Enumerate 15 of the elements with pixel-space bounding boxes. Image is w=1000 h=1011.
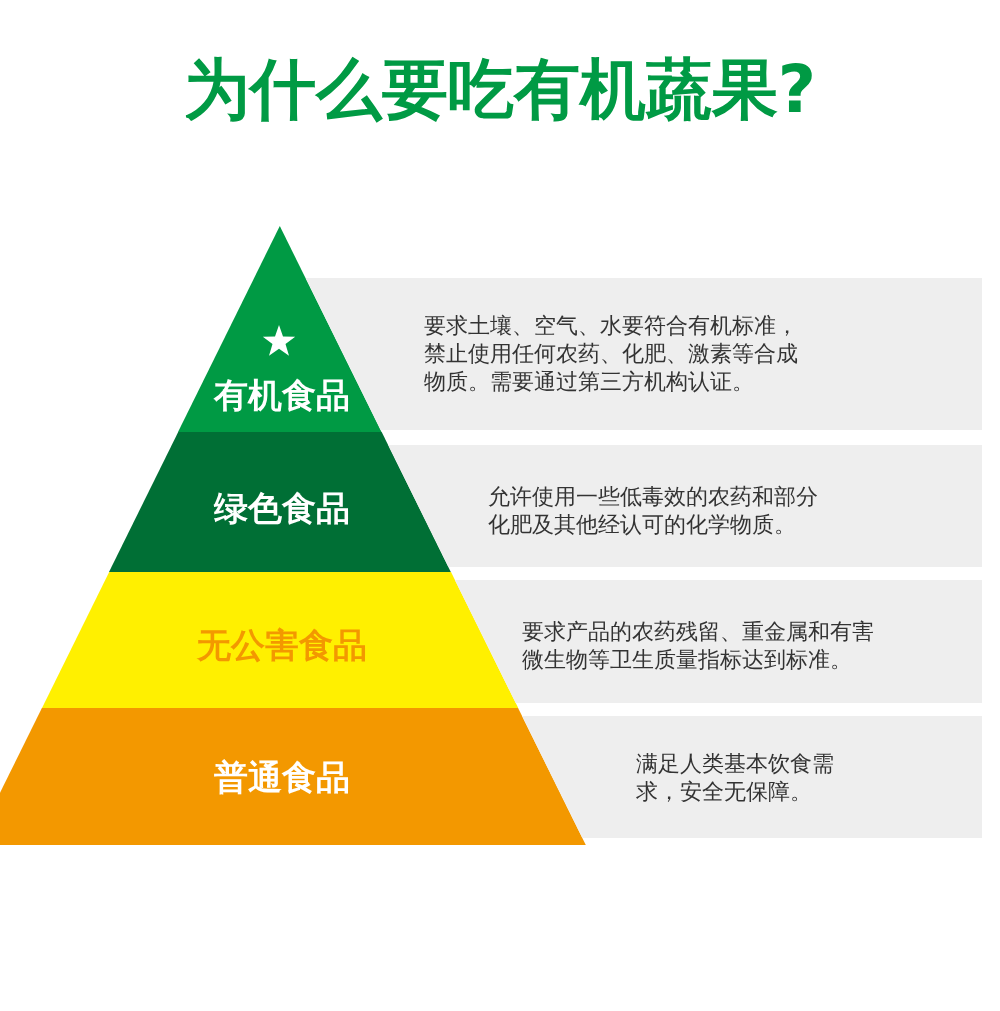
tier-label: 无公害食品 [197, 625, 367, 665]
tier-label: 绿色食品 [214, 488, 350, 528]
description-text: 允许使用一些低毒效的农药和部分化肥及其他经认可的化学物质。 [488, 483, 819, 539]
tier-label: 普通食品 [214, 757, 350, 797]
description-text: 要求产品的农药残留、重金属和有害微生物等卫生质量指标达到标准。 [522, 618, 875, 674]
info-band [388, 445, 982, 567]
pyramid-tier [0, 708, 586, 845]
pyramid-tier [41, 572, 519, 708]
info-band [522, 716, 982, 838]
tier-label: 有机食品 [214, 375, 350, 415]
pyramid-tier [109, 432, 451, 572]
description-text: 要求土壤、空气、水要符合有机标准，禁止使用任何农药、化肥、激素等合成物质。需要通过第三方机构认证。 [424, 312, 799, 396]
description-text: 满足人类基本饮食需求，安全无保障。 [636, 750, 835, 806]
info-band [454, 580, 982, 703]
title: 为什么要吃有机蔬果? [182, 50, 818, 130]
